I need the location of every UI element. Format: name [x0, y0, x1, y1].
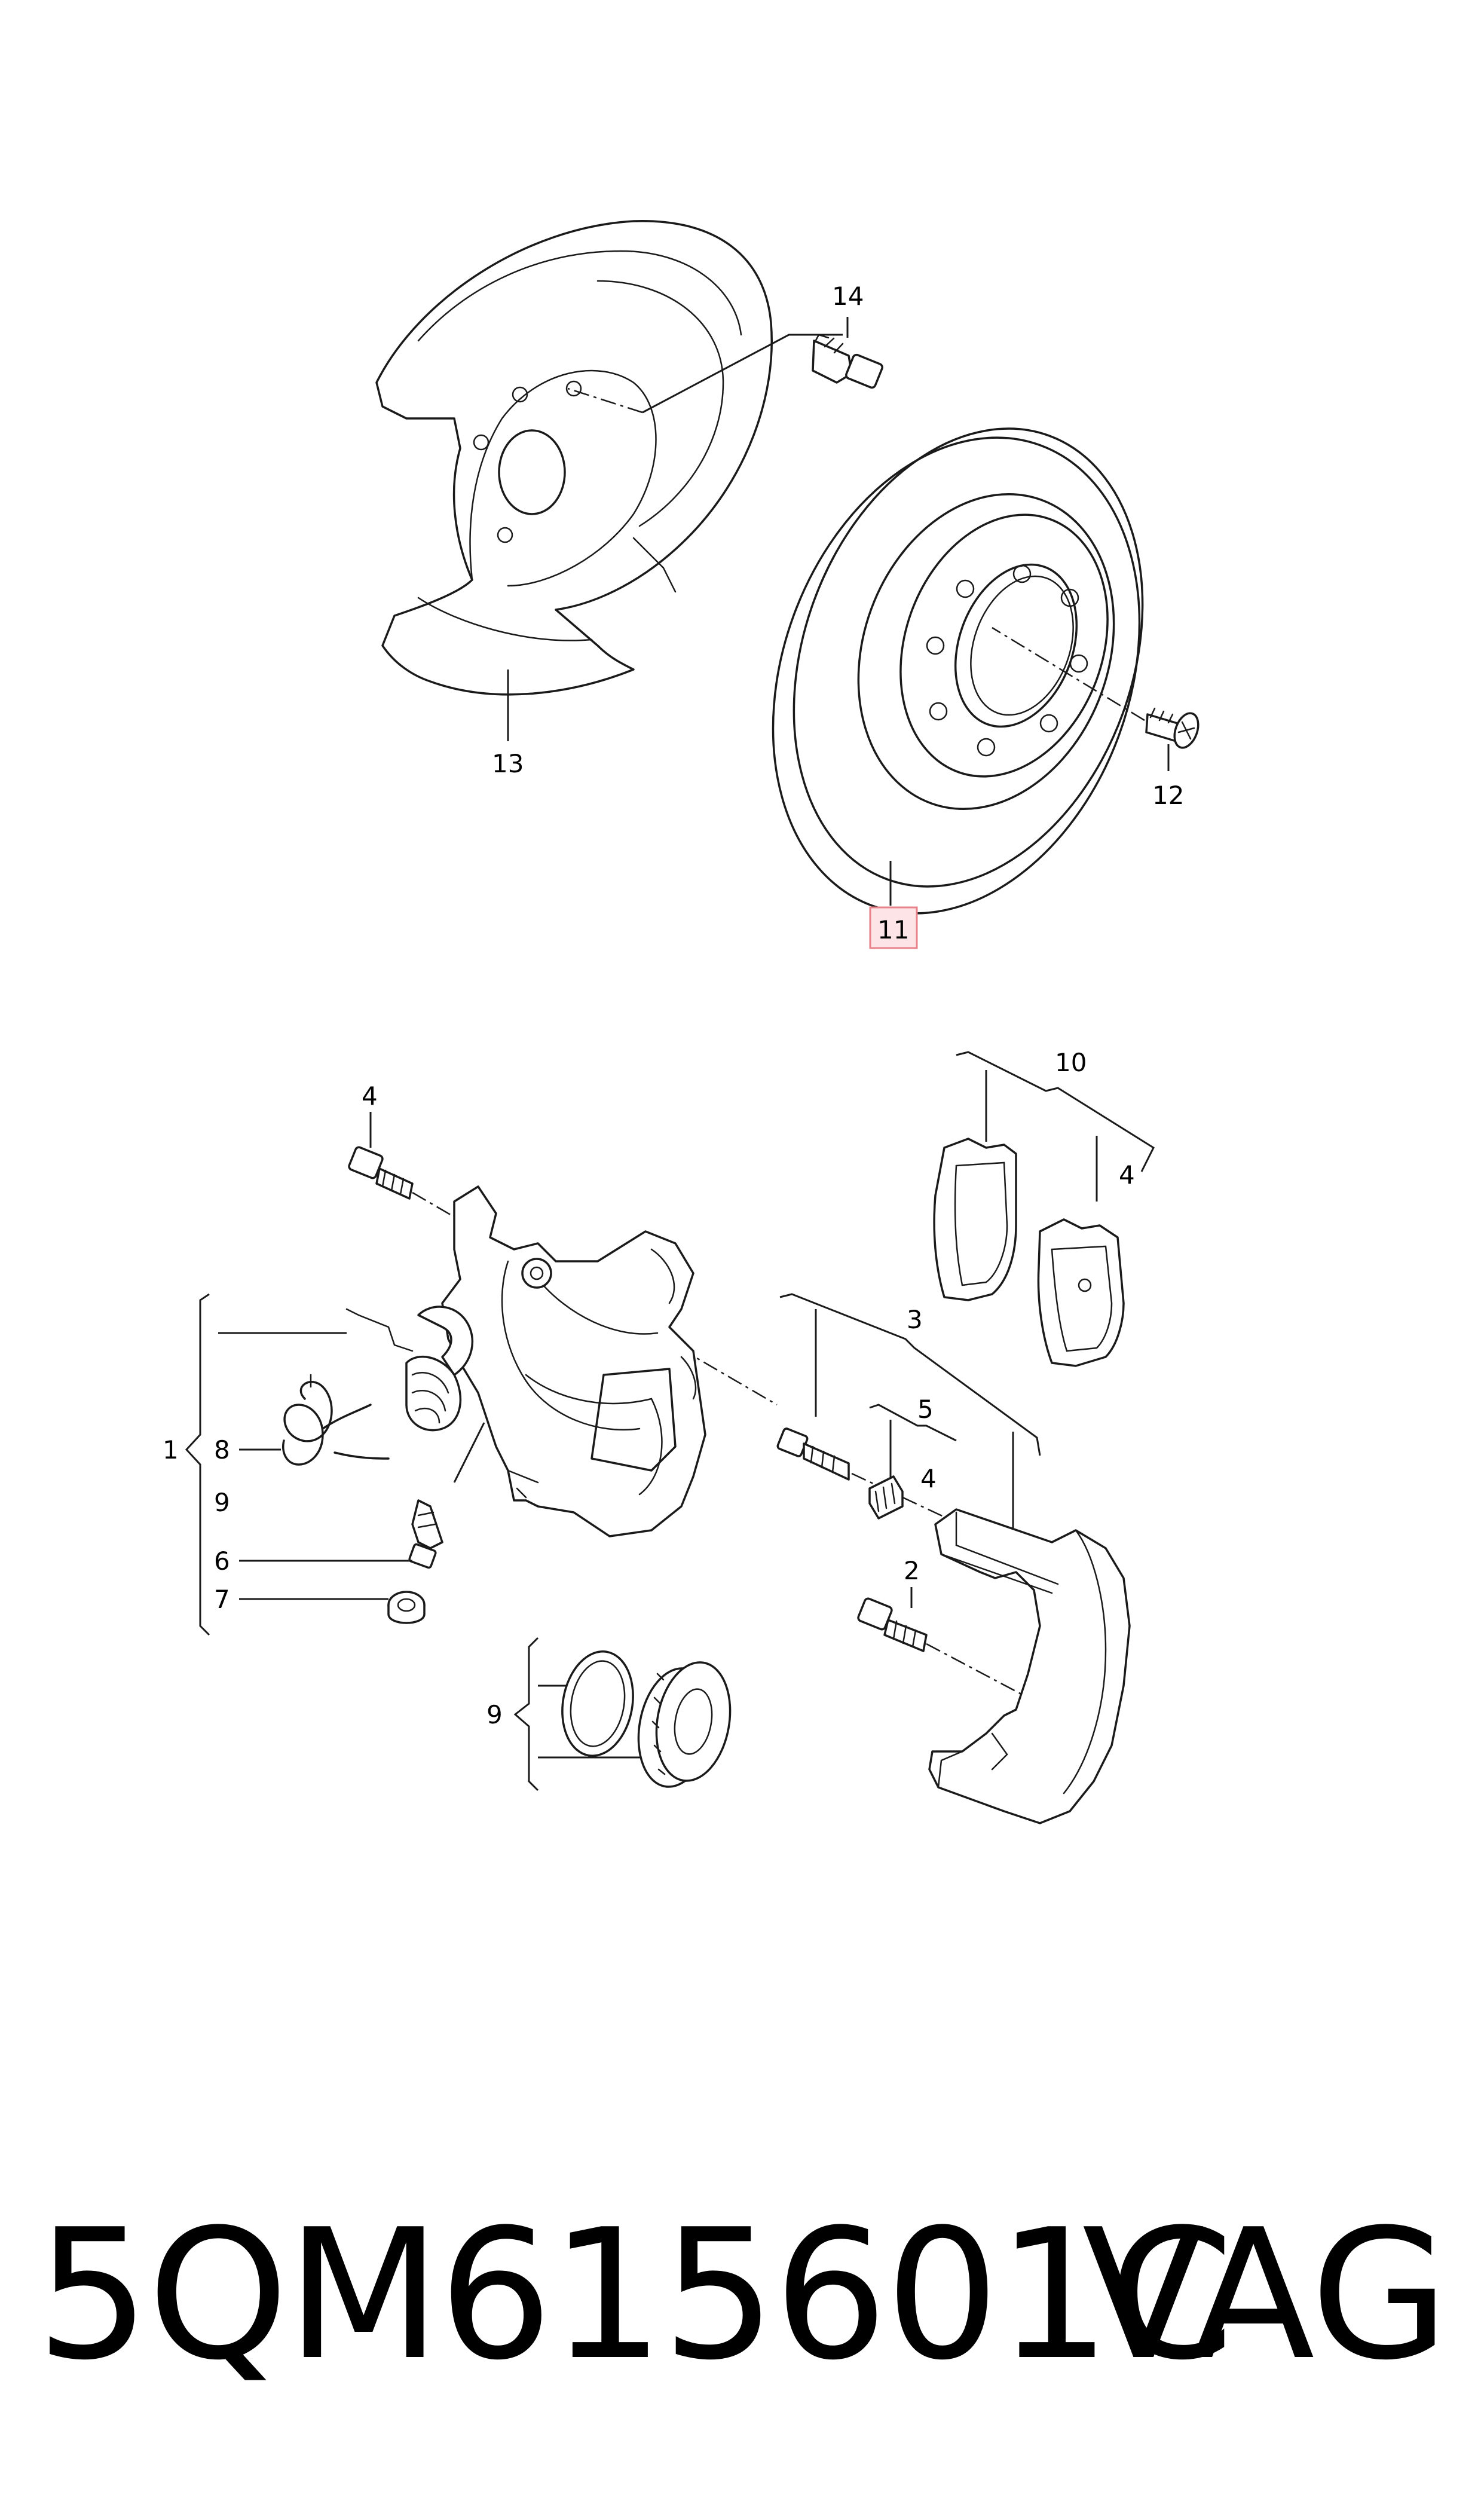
- bolt-part-14: [812, 334, 883, 389]
- carrier-bracket-part-3: [928, 1508, 1131, 1824]
- bolt-part-4-top: [348, 1146, 414, 1200]
- piston-part-9: [637, 1661, 732, 1788]
- label-8: 8: [214, 1435, 230, 1465]
- label-4-bush: 4: [920, 1464, 937, 1493]
- label-7: 7: [214, 1585, 230, 1614]
- axis-3: [851, 1472, 948, 1520]
- leader-1-caliper: [453, 1422, 485, 1483]
- axis-2: [926, 1643, 1029, 1699]
- label-14: 14: [832, 282, 864, 311]
- label-9-group: 9: [214, 1488, 230, 1517]
- carrier-bolt-part-2: [857, 1597, 928, 1652]
- guide-pin-part-3: [776, 1427, 850, 1481]
- dust-cap-part-7: [387, 1591, 426, 1624]
- spring-part-8: [282, 1374, 390, 1466]
- bracket-group-1: [185, 1293, 210, 1636]
- axis-12: [992, 626, 1145, 722]
- label-4-top: 4: [362, 1081, 378, 1111]
- dust-shield-part-13: [375, 220, 773, 696]
- label-3: 3: [907, 1305, 923, 1334]
- brake-pad-b-part-10: [1037, 1218, 1125, 1367]
- axis-14: [567, 387, 643, 414]
- bush-part-4: [868, 1475, 904, 1520]
- leader-14: [642, 334, 843, 414]
- label-2: 2: [904, 1556, 920, 1585]
- label-13: 13: [492, 749, 524, 778]
- highlight-box-11: [869, 906, 918, 949]
- part-number: 5QM615601C: [36, 2191, 1234, 2399]
- label-12: 12: [1152, 781, 1184, 810]
- label-1: 1: [163, 1435, 179, 1465]
- brake-pad-a-part-10: [933, 1138, 1017, 1301]
- bracket-pins-3: [779, 1293, 1041, 1456]
- bracket-kit-9: [513, 1637, 539, 1792]
- seal-ring-part-9: [561, 1650, 634, 1757]
- brand-name: VAG: [1082, 2191, 1449, 2399]
- label-9-kit: 9: [486, 1700, 503, 1729]
- label-11: 11: [877, 915, 909, 944]
- label-5: 5: [917, 1395, 934, 1424]
- screw-part-12: [1145, 707, 1200, 749]
- bracket-5: [869, 1404, 957, 1442]
- bracket-pads-10: [956, 1051, 1155, 1172]
- bleed-screw-part-6: [408, 1499, 443, 1569]
- brake-disc-part-11: [772, 427, 1144, 915]
- label-10: 10: [1055, 1048, 1087, 1077]
- label-4-pads: 4: [1119, 1160, 1135, 1190]
- caliper-housing-part-1: [345, 1185, 706, 1537]
- label-6: 6: [214, 1546, 230, 1576]
